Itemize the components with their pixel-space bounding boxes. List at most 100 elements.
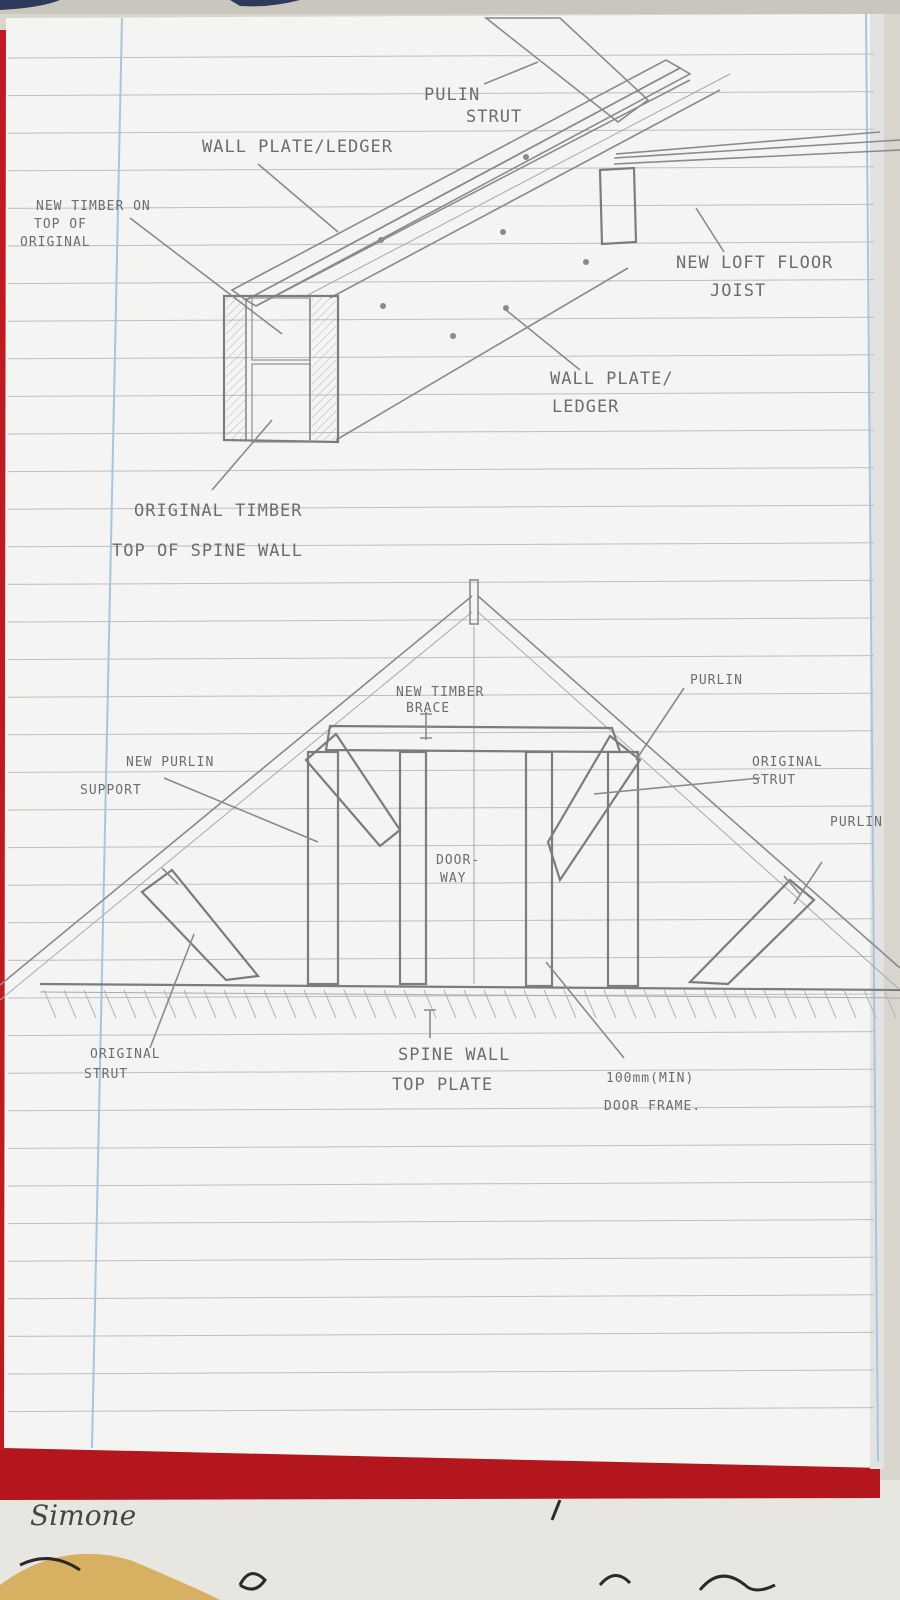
label-purlin-top: PURLIN	[690, 673, 743, 688]
ruled-line	[7, 467, 875, 473]
ground-hatch-stroke	[863, 989, 877, 1019]
ground-hatch-stroke	[283, 989, 297, 1019]
ruled-line	[7, 692, 875, 698]
background-doodle	[0, 1553, 220, 1600]
ruled-line	[7, 1068, 875, 1074]
ruled-line	[7, 1181, 875, 1187]
ground-hatch-stroke	[203, 989, 217, 1019]
ruled-line	[7, 843, 875, 849]
spine-wall-post	[222, 294, 340, 444]
original-strut-left	[140, 868, 261, 982]
background-name-text: Simone	[30, 1499, 136, 1532]
ruled-line	[7, 542, 875, 548]
ruled-line	[7, 579, 875, 585]
ground-hatch-stroke	[763, 989, 777, 1019]
purlin-strut	[483, 17, 650, 124]
annotation-labels: PULIN STRUT WALL PLATE/LEDGER NEW TIMBER…	[20, 85, 883, 1114]
label-original-strut-left: ORIGINAL STRUT	[84, 1047, 169, 1082]
ground-hatch-stroke	[743, 989, 757, 1019]
ruled-line	[7, 429, 875, 435]
ground-hatch-stroke	[663, 989, 677, 1019]
ruled-line	[7, 316, 875, 322]
ground-hatch-stroke	[443, 989, 457, 1019]
paper-sheet	[4, 14, 884, 1468]
ruled-line	[7, 1331, 875, 1337]
door-frame-left	[398, 750, 428, 986]
ruled-line	[7, 617, 875, 623]
ruled-lines	[7, 53, 875, 1413]
label-wall-plate-ledger-bottom: WALL PLATE/ LEDGER	[550, 369, 685, 417]
label-original-strut-right: ORIGINAL STRUT	[752, 755, 831, 788]
ground-hatch-stroke	[143, 989, 157, 1019]
ground-hatch-stroke	[303, 989, 317, 1019]
ruled-line	[7, 918, 875, 924]
ground-hatch-stroke	[403, 989, 417, 1019]
ground-hatch-stroke	[703, 989, 717, 1019]
purlin-right-upper	[546, 734, 642, 883]
ground-hatch-stroke	[543, 989, 557, 1019]
ruled-line	[7, 1031, 875, 1037]
ground-hatch-stroke	[523, 989, 537, 1019]
ground-hatch-stroke	[503, 989, 517, 1019]
ruled-line	[7, 1143, 875, 1149]
loft-joist-hanger	[598, 166, 638, 246]
ruled-line	[7, 1106, 875, 1112]
ruled-line	[7, 279, 875, 285]
label-wall-plate-ledger-top: WALL PLATE/LEDGER	[202, 137, 393, 157]
ruled-line	[7, 655, 875, 661]
ground-hatch-stroke	[623, 989, 637, 1019]
ground-hatch-stroke	[183, 989, 197, 1019]
ground-hatch-stroke	[843, 989, 857, 1019]
ground-hatch-stroke	[123, 989, 137, 1019]
ruled-line	[7, 166, 875, 172]
ridge-board	[469, 579, 479, 625]
ruled-line	[7, 1294, 875, 1300]
ground-hatch-stroke	[323, 989, 337, 1019]
ground-hatch-stroke	[343, 989, 357, 1019]
ground-hatch-stroke	[103, 989, 117, 1019]
ruled-line	[7, 391, 875, 397]
ground-hatch-stroke	[783, 989, 797, 1019]
ruled-line	[7, 730, 875, 736]
ruled-line	[7, 91, 875, 97]
ground-hatch-stroke	[383, 989, 397, 1019]
ruled-line	[7, 504, 875, 510]
ground-hatch-stroke	[583, 989, 597, 1019]
ground-hatch-stroke	[263, 989, 277, 1019]
left-margin-line	[91, 17, 123, 1449]
label-new-timber-brace: NEW TIMBER BRACE	[396, 685, 493, 716]
ground-hatch-stroke	[463, 989, 477, 1019]
label-doorway: DOOR- WAY	[436, 853, 489, 886]
purlin-left	[304, 732, 402, 848]
ground-hatch-stroke	[43, 989, 57, 1019]
ground-hatch-stroke	[363, 989, 377, 1019]
bottom-sketch	[0, 579, 900, 1059]
ruled-line	[7, 241, 875, 247]
ground-hatch-stroke	[423, 989, 437, 1019]
label-new-loft-floor-joist: NEW LOFT FLOOR JOIST	[676, 253, 845, 301]
ground-hatch-stroke	[823, 989, 837, 1019]
ground-hatch-stroke	[163, 989, 177, 1019]
right-margin-line	[865, 13, 879, 1463]
ruled-line	[7, 1256, 875, 1262]
ground-hatch-stroke	[563, 989, 577, 1019]
ruled-line	[7, 1369, 875, 1375]
ground-hatch-stroke	[883, 989, 897, 1019]
roof-rafter-right	[477, 595, 900, 969]
ruled-line	[7, 354, 875, 360]
ruled-line	[7, 1219, 875, 1225]
ground-hatch-stroke	[683, 989, 697, 1019]
ground-hatch-stroke	[643, 989, 657, 1019]
label-purlin-right: PURLIN	[830, 815, 883, 830]
ground-hatch-stroke	[803, 989, 817, 1019]
ruled-line	[7, 1407, 875, 1413]
new-purlin-support-left	[306, 750, 340, 986]
new-purlin-support-right	[606, 750, 640, 988]
roof-rafter-left	[0, 595, 473, 986]
ground-hatch-stroke	[243, 989, 257, 1019]
ground-hatch-stroke	[223, 989, 237, 1019]
ground-hatch-stroke	[723, 989, 737, 1019]
ruled-line	[7, 805, 875, 811]
top-sketch	[129, 17, 900, 491]
